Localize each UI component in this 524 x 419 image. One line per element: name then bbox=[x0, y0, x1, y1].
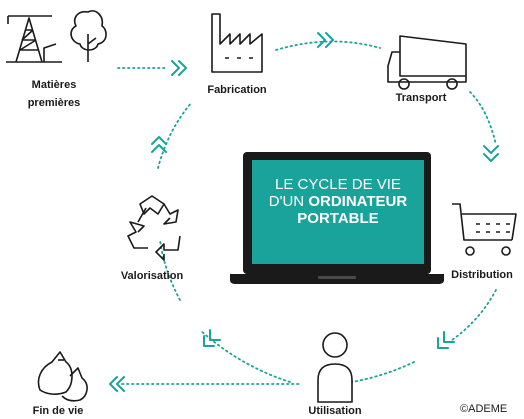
title-line-3: PORTABLE bbox=[297, 210, 379, 227]
factory-icon bbox=[211, 13, 263, 73]
copyright-credit: ©ADEME bbox=[460, 403, 508, 415]
arrow-to-distribution bbox=[483, 145, 499, 162]
title-line-2-bold: ORDINATEUR bbox=[308, 193, 408, 210]
arrow-to-end-of-life bbox=[109, 376, 125, 392]
arrow-to-valorisation bbox=[203, 329, 221, 347]
arrow-to-fabrication-from-valorisation bbox=[151, 136, 167, 153]
person-icon bbox=[317, 332, 353, 403]
label-fabrication: Fabrication bbox=[207, 84, 267, 96]
recycle-icon bbox=[127, 195, 181, 261]
laptop-screen bbox=[252, 160, 424, 264]
label-valorisation: Valorisation bbox=[120, 270, 184, 282]
cycle-arrows bbox=[109, 32, 499, 392]
truck-icon bbox=[387, 35, 467, 90]
laptop-icon bbox=[230, 152, 444, 284]
arrow-to-transport bbox=[317, 32, 334, 48]
arrow-to-utilisation bbox=[437, 331, 455, 349]
label-raw-materials-line1: Matières bbox=[31, 79, 77, 91]
label-raw-materials-line2: premières bbox=[27, 97, 81, 109]
cycle-path bbox=[117, 40, 497, 385]
diagram-title: LE CYCLE DE VIE D'UN ORDINATEUR PORTABLE bbox=[252, 176, 424, 227]
label-distribution: Distribution bbox=[451, 269, 513, 281]
tree-icon bbox=[70, 10, 107, 62]
title-line-2: D'UN ORDINATEUR bbox=[252, 193, 424, 210]
label-transport: Transport bbox=[395, 92, 447, 104]
shopping-cart-icon bbox=[452, 203, 517, 256]
oil-derrick-icon bbox=[6, 15, 62, 63]
title-line-2-prefix: D'UN bbox=[268, 193, 309, 210]
trash-bags-icon bbox=[37, 351, 88, 402]
title-line-1: LE CYCLE DE VIE bbox=[275, 176, 401, 193]
label-end-of-life: Fin de vie bbox=[32, 405, 84, 417]
label-utilisation: Utilisation bbox=[308, 405, 362, 417]
arrow-to-fabrication bbox=[171, 60, 187, 76]
label-raw-materials: Matières premières bbox=[22, 78, 86, 110]
